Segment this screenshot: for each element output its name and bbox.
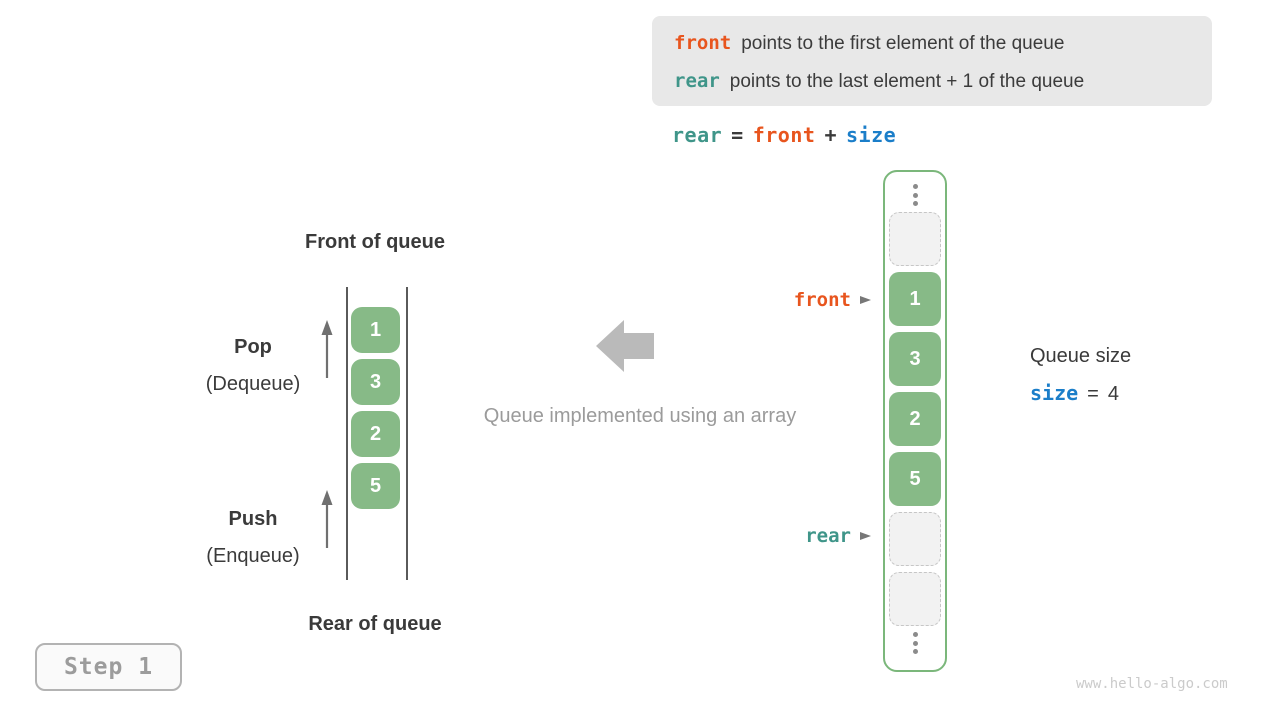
rear-pointer: rear [702, 524, 872, 548]
formula-size: size [845, 123, 897, 147]
rear-description: points to the last element + 1 of the qu… [729, 70, 1085, 92]
right-arrowhead-icon [860, 532, 871, 540]
queue-channel-left-line [346, 287, 348, 580]
queue-box: 3 [351, 359, 400, 405]
push-label: Push [228, 508, 278, 530]
array-cell: 5 [889, 452, 941, 506]
rear-pointer-label: rear [805, 525, 851, 547]
queue-box: 5 [351, 463, 400, 509]
array-cell: 2 [889, 392, 941, 446]
array-cell: 3 [889, 332, 941, 386]
formula-front: front [752, 123, 816, 147]
info-box: front points to the first element of the … [652, 16, 1212, 106]
front-description: points to the first element of the queue [741, 33, 1065, 54]
array-cell-empty [889, 212, 941, 266]
pop-label-group: Pop (Dequeue) [175, 336, 331, 396]
size-keyword: size [1030, 381, 1079, 405]
watermark: www.hello-algo.com [1076, 676, 1228, 692]
ellipsis-bottom-icon [912, 632, 918, 654]
front-pointer-label: front [793, 289, 851, 311]
info-line-rear: rear points to the last element + 1 of th… [674, 63, 1212, 101]
front-of-queue-label: Front of queue [305, 231, 445, 253]
array-cell-empty [889, 512, 941, 566]
front-keyword: front [674, 32, 732, 54]
array-frame: 1 3 2 5 [883, 170, 947, 672]
queue-box: 1 [351, 307, 400, 353]
left-arrow-icon [596, 320, 654, 372]
queue-box: 2 [351, 411, 400, 457]
array-cell-empty [889, 572, 941, 626]
formula: rear = front + size [672, 123, 905, 147]
rear-of-queue-label: Rear of queue [308, 613, 442, 635]
push-label-group: Push (Enqueue) [175, 508, 331, 568]
step-badge: Step 1 [35, 643, 182, 691]
queue-size-label: Queue size [1030, 345, 1132, 367]
array-implementation-caption: Queue implemented using an array [483, 405, 797, 427]
size-value: 4 [1107, 383, 1119, 405]
queue-channel-right-line [406, 287, 408, 580]
rear-keyword: rear [674, 69, 720, 92]
enqueue-label: (Enqueue) [206, 545, 300, 567]
size-equals: = [1087, 383, 1099, 405]
push-up-arrow-icon [321, 490, 333, 548]
formula-equals: = [731, 123, 744, 147]
front-pointer: front [702, 288, 872, 312]
pop-label: Pop [234, 336, 272, 358]
info-line-front: front points to the first element of the … [674, 25, 1212, 63]
formula-rear: rear [672, 123, 723, 147]
right-arrowhead-icon [860, 296, 871, 304]
array-cell: 1 [889, 272, 941, 326]
pop-up-arrow-icon [321, 320, 333, 378]
ellipsis-top-icon [912, 184, 918, 206]
dequeue-label: (Dequeue) [205, 373, 301, 395]
formula-plus: + [824, 123, 837, 147]
size-equation: size = 4 [1030, 381, 1119, 406]
queue-stack: 1 3 2 5 [351, 307, 400, 509]
